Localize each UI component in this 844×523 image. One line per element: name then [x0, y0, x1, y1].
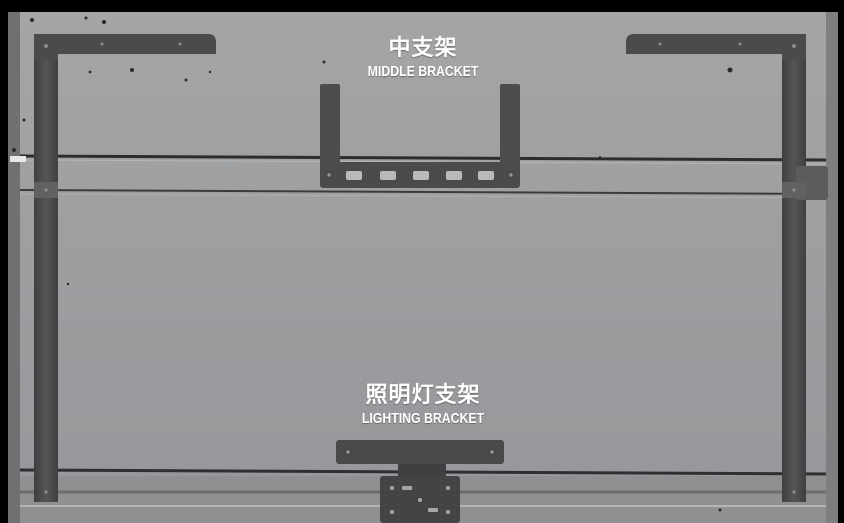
right-side-bracket [626, 34, 828, 502]
roof-panel [8, 12, 838, 523]
lighting-bracket-label-en: LIGHTING BRACKET [361, 410, 485, 427]
middle-bracket-label-cn: 中支架 [388, 36, 458, 61]
lighting-bracket-label: 照明灯支架 LIGHTING BRACKET [330, 383, 516, 428]
left-side-bracket [34, 34, 216, 502]
lighting-bracket [336, 440, 504, 523]
middle-bracket-label: 中支架 MIDDLE BRACKET [345, 36, 501, 81]
dirt-speckles [12, 16, 733, 512]
lighting-bracket-label-cn: 照明灯支架 [365, 383, 481, 408]
middle-bracket-label-en: MIDDLE BRACKET [367, 63, 479, 80]
middle-bracket [320, 84, 520, 188]
